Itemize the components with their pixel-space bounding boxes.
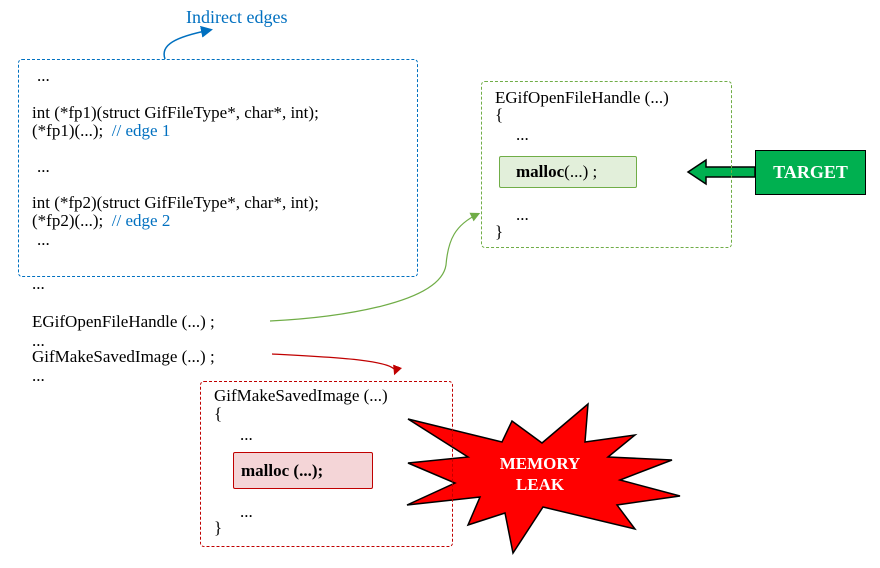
indirect-edges-label: Indirect edges [186, 7, 288, 27]
malloc-args: (...) ; [564, 162, 598, 181]
brace: } [495, 222, 504, 241]
memory-leak-starburst [406, 402, 681, 555]
brace: { [495, 105, 504, 124]
brace: } [214, 518, 223, 537]
target-label: TARGET [755, 150, 866, 195]
ellipsis: ... [240, 425, 253, 444]
target-malloc: malloc(...) ; [516, 163, 597, 181]
call-gifmakesavedimage: GifMakeSavedImage (...) ; [32, 347, 215, 366]
leak-malloc: malloc (...); [241, 461, 324, 480]
ellipsis: ... [516, 125, 529, 144]
indirect-call-box [18, 59, 418, 277]
target-function-box [481, 81, 732, 248]
code-line: ... [32, 331, 45, 350]
malloc-name: malloc [516, 162, 565, 181]
code-line: int (*fp1)(struct GifFileType*, char*, i… [32, 103, 319, 122]
code-text: (*fp2)(...); [32, 211, 104, 230]
memory-leak-label: MEMORY LEAK [490, 453, 590, 495]
code-line: int (*fp2)(struct GifFileType*, char*, i… [32, 193, 319, 212]
code-line: (*fp1)(...); // edge 1 [32, 122, 170, 140]
target-malloc-box [499, 156, 637, 188]
call-arrow-leak [271, 353, 403, 376]
leak-label-line: MEMORY [499, 454, 581, 473]
edge-comment: // edge 2 [111, 211, 171, 230]
code-line: ... [32, 274, 45, 293]
code-line: ... [37, 230, 50, 249]
code-line: ... [37, 157, 50, 176]
function-signature: EGifOpenFileHandle (...) [495, 88, 669, 107]
leak-function-box [200, 381, 453, 547]
code-text: (*fp1)(...); [32, 121, 104, 140]
brace: { [214, 404, 223, 423]
indirect-edges-arrow [163, 25, 213, 60]
function-signature: GifMakeSavedImage (...) [214, 386, 388, 405]
edge-comment: // edge 1 [111, 121, 171, 140]
code-line: ... [37, 66, 50, 85]
code-line: (*fp2)(...); // edge 2 [32, 212, 170, 230]
ellipsis: ... [240, 502, 253, 521]
call-arrow-target [269, 212, 481, 322]
ellipsis: ... [516, 205, 529, 224]
leak-malloc-box [233, 452, 373, 489]
leak-label-line: LEAK [515, 475, 565, 494]
call-egifopenfilehandle: EGifOpenFileHandle (...) ; [32, 312, 215, 331]
code-line: ... [32, 366, 45, 385]
